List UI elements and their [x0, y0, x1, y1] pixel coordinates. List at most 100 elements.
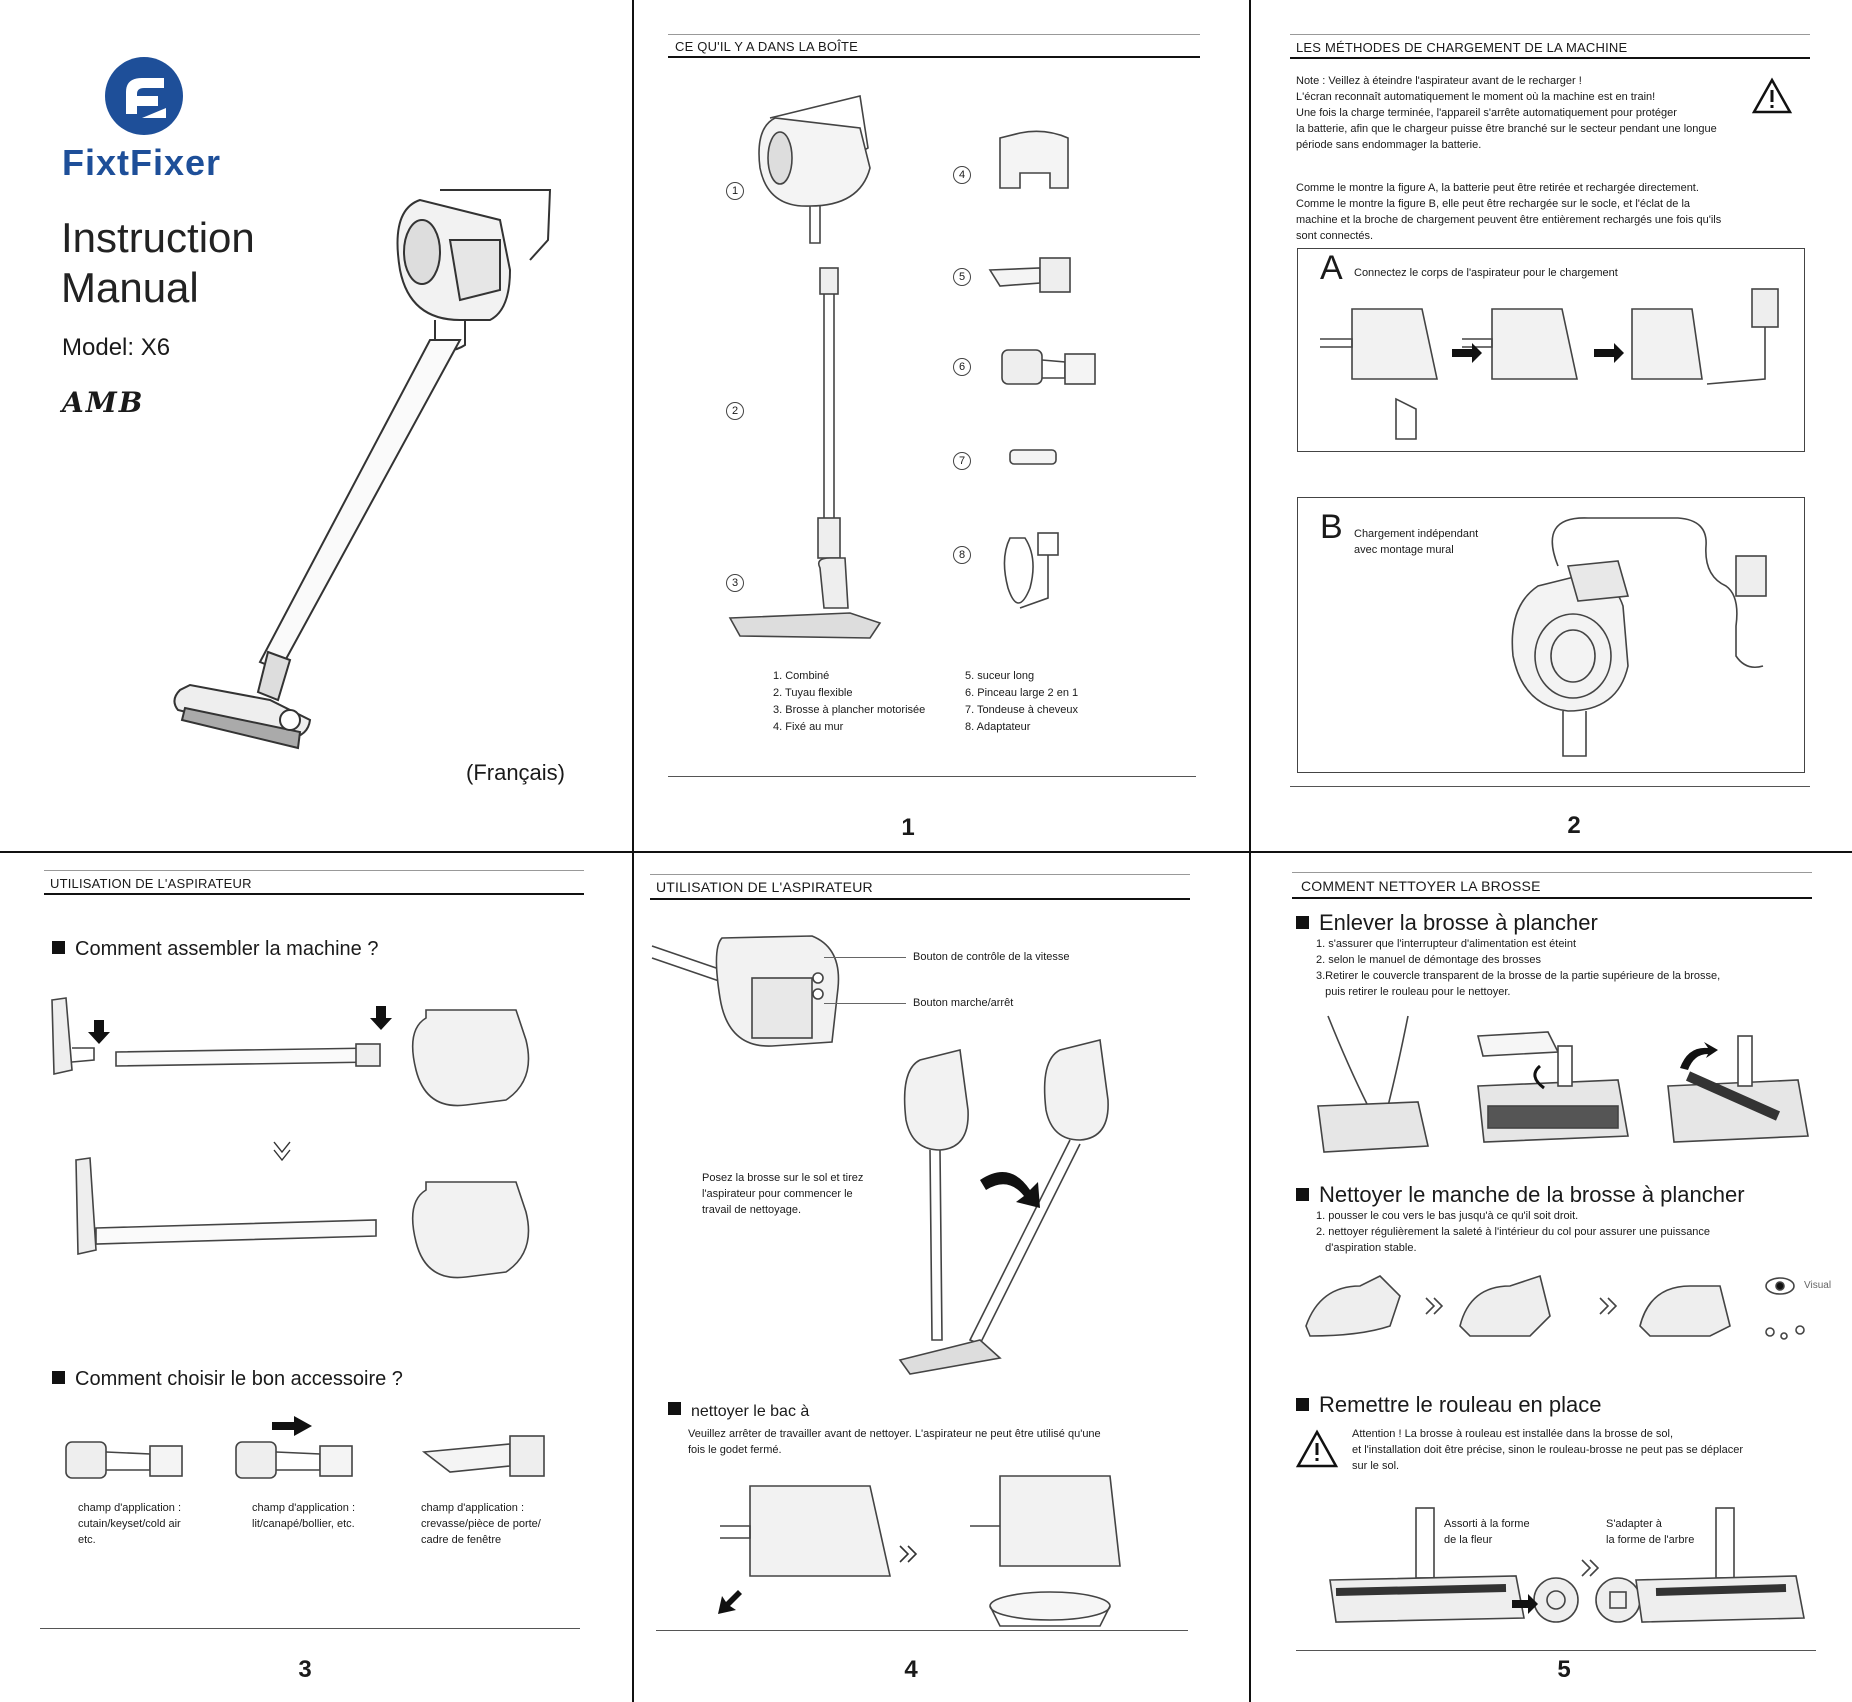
note-line-5: période sans endommager la batterie.: [1296, 139, 1482, 151]
page3-footer-rule: [40, 1628, 580, 1629]
items-right-4: 8. Adaptateur: [965, 721, 1031, 733]
figure-a-box: A Connectez le corps de l'aspirateur pou…: [1297, 248, 1805, 452]
divider-horizontal: [0, 851, 1852, 853]
para-line-3: machine et la broche de chargement peuve…: [1296, 214, 1722, 226]
cover-title-line2: Manual: [61, 264, 199, 311]
bullet-square-icon: [52, 1371, 65, 1384]
page1-number: 1: [901, 814, 915, 841]
marker-2: 2: [726, 402, 744, 420]
bin-empty-illustration: [718, 1475, 1121, 1627]
items-right-3: 7. Tondeuse à cheveux: [965, 704, 1078, 716]
page2-header-rule: [1290, 57, 1810, 59]
page1-header: CE QU'IL Y A DANS LA BOÎTE: [675, 39, 859, 54]
brand-logo-icon: [105, 57, 183, 135]
bullet-square-icon: [52, 941, 65, 954]
attention-line-1: Attention ! La brosse à rouleau est inst…: [1352, 1428, 1674, 1440]
page5-header: COMMENT NETTOYER LA BROSSE: [1301, 878, 1541, 894]
bullet-square-icon: [1296, 916, 1309, 929]
note-line-4: la batterie, afin que le chargeur puisse…: [1296, 123, 1717, 135]
label-speed-button: Bouton de contrôle de la vitesse: [913, 951, 1070, 963]
note-line-3: Une fois la charge terminée, l'appareil …: [1296, 107, 1677, 119]
clean-line-2: 2. nettoyer régulièrement la saleté à l'…: [1316, 1226, 1711, 1238]
page4-number: 4: [904, 1656, 918, 1683]
page3-header: UTILISATION DE L'ASPIRATEUR: [50, 876, 252, 891]
cover-language: (Français): [466, 760, 566, 785]
section-remove-brush-text: Enlever la brosse à plancher: [1319, 910, 1598, 935]
figure-b-box: B Chargement indépendant avec montage mu…: [1297, 497, 1805, 773]
items-right-2: 6. Pinceau large 2 en 1: [965, 687, 1079, 699]
page4-header: UTILISATION DE L'ASPIRATEUR: [656, 879, 873, 895]
page1-header-rule-top: [668, 34, 1200, 35]
acc3-line-2: crevasse/pièce de porte/: [421, 1518, 541, 1530]
acc3-line-1: champ d'application :: [421, 1502, 524, 1514]
clean-handle-illustration: [1305, 1274, 1805, 1340]
items-right-1: 5. suceur long: [965, 670, 1035, 682]
acc1-line-2: cutain/keyset/cold air: [78, 1518, 181, 1530]
accessory-heading-text: Comment choisir le bon accessoire ?: [75, 1368, 403, 1390]
reinstall-roller-illustration: [1329, 1507, 1805, 1623]
marker-6: 6: [953, 358, 971, 376]
usage-line-2: l'aspirateur pour commencer le: [702, 1188, 853, 1200]
usage-line-1: Posez la brosse sur le sol et tirez: [702, 1172, 864, 1184]
bin-line-2: fois le godet fermé.: [688, 1444, 782, 1456]
marker-7: 7: [953, 452, 971, 470]
section-reinstall-heading: Remettre le rouleau en place: [1296, 1392, 1602, 1418]
page3-header-rule-top: [44, 870, 584, 871]
assemble-illustration: [51, 997, 530, 1279]
para-line-2: Comme le montre la figure B, elle peut ê…: [1296, 198, 1691, 210]
callout-line-power: [824, 1003, 906, 1004]
label-flower-1: Assorti à la forme: [1444, 1518, 1530, 1530]
acc2-line-2: lit/canapé/bollier, etc.: [252, 1518, 355, 1530]
items-left-3: 3. Brosse à plancher motorisée: [773, 704, 926, 716]
figure-b-letter: B: [1320, 508, 1343, 546]
warning-icon: [1751, 77, 1793, 114]
callout-line-speed: [824, 957, 906, 958]
figure-b-caption-2: avec montage mural: [1354, 544, 1454, 556]
page2-footer-rule: [1290, 786, 1810, 787]
figure-b-caption-1: Chargement indépendant: [1354, 528, 1479, 540]
marker-5: 5: [953, 268, 971, 286]
label-power-button: Bouton marche/arrêt: [913, 997, 1014, 1009]
page5-header-rule-top: [1292, 872, 1812, 873]
label-tree-2: la forme de l'arbre: [1606, 1534, 1695, 1546]
clean-line-3: d'aspiration stable.: [1316, 1242, 1417, 1254]
cover-signature: AMB: [62, 386, 145, 419]
acc1-line-3: etc.: [78, 1534, 96, 1546]
figure-a-caption: Connectez le corps de l'aspirateur pour …: [1354, 267, 1618, 279]
assemble-heading: Comment assembler la machine ?: [52, 938, 378, 961]
brand-name: FixtFixer: [62, 142, 222, 183]
page3-header-rule: [44, 893, 584, 895]
page2-header-rule-top: [1290, 34, 1810, 35]
items-left-2: 2. Tuyau flexible: [773, 687, 853, 699]
clean-line-1: 1. pousser le cou vers le bas jusqu'à ce…: [1316, 1210, 1579, 1222]
remove-line-1: 1. s'assurer que l'interrupteur d'alimen…: [1316, 938, 1577, 950]
accessory-illustration: [65, 1416, 545, 1479]
attention-line-2: et l'installation doit être précise, sin…: [1352, 1444, 1743, 1456]
usage-line-3: travail de nettoyage.: [702, 1204, 802, 1216]
assemble-heading-text: Comment assembler la machine ?: [75, 938, 379, 960]
para-line-1: Comme le montre la figure A, la batterie…: [1296, 182, 1699, 194]
note-line-1: Note : Veillez à éteindre l'aspirateur a…: [1296, 75, 1582, 87]
marker-4: 4: [953, 166, 971, 184]
page5-number: 5: [1557, 1656, 1571, 1683]
figure-a-illustration: [1320, 288, 1779, 440]
bullet-square-icon: [668, 1402, 681, 1415]
attention-warning-icon: [1295, 1429, 1339, 1468]
para-line-4: sont connectés.: [1296, 230, 1374, 242]
attention-line-3: sur le sol.: [1352, 1460, 1400, 1472]
marker-8: 8: [953, 546, 971, 564]
label-tree-1: S'adapter à: [1606, 1518, 1662, 1530]
note-line-2: L'écran reconnaît automatiquement le mom…: [1296, 91, 1656, 103]
items-left-4: 4. Fixé au mur: [773, 721, 844, 733]
remove-brush-illustration: [1317, 1015, 1809, 1153]
section-reinstall-text: Remettre le rouleau en place: [1319, 1392, 1602, 1417]
remove-line-3: 3.Retirer le couvercle transparent de la…: [1316, 970, 1721, 982]
cover-title-line1: Instruction: [61, 214, 255, 261]
bin-heading: nettoyer le bac à: [668, 1402, 809, 1421]
page4-footer-rule: [656, 1630, 1188, 1631]
bullet-square-icon: [1296, 1188, 1309, 1201]
floor-use-illustration: [898, 1039, 1109, 1375]
label-flower-2: de la fleur: [1444, 1534, 1493, 1546]
vacuum-illustration: [173, 189, 552, 750]
items-left-1: 1. Combiné: [773, 670, 830, 682]
